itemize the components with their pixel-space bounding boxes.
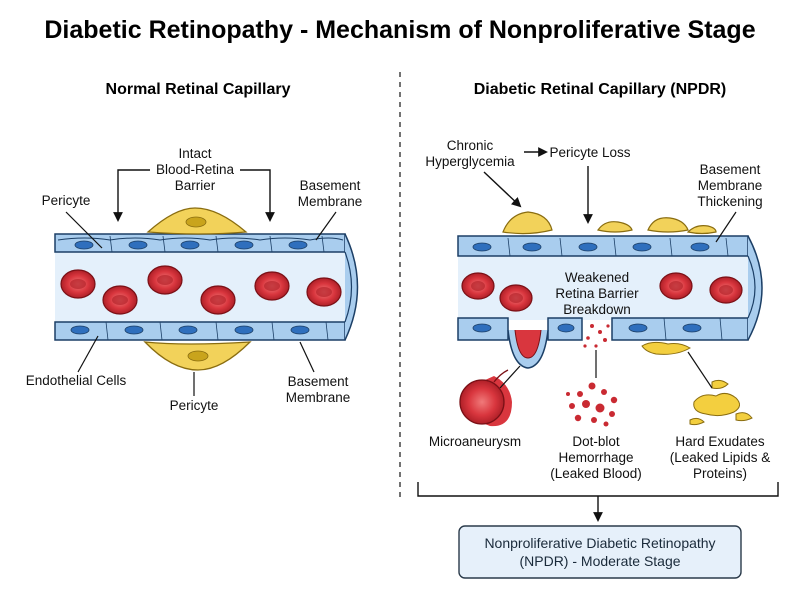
fragmented-pericytes [502,211,717,235]
left-heading: Normal Retinal Capillary [106,81,291,98]
basement-top-line1: Basement [300,178,361,193]
barrier-arrow-left [113,169,150,222]
weakened-line2: Retina Barrier [555,286,639,301]
leak-dots [583,324,610,348]
endothelial-cells-bottom [70,321,329,341]
exudates-line3: Proteins) [693,466,747,481]
microaneurysm-label: Microaneurysm [429,434,521,449]
page-title: Diabetic Retinopathy - Mechanism of Nonp… [44,16,755,44]
basement-top-line2: Membrane [298,194,363,209]
diabetic-capillary [457,211,763,369]
basement-bottom-line1: Basement [288,374,349,389]
microaneurysm-balloon [459,369,512,427]
barrier-arrow-right [240,169,275,222]
weakened-line3: Breakdown [563,302,631,317]
dot-blot-cluster [566,382,618,427]
thickening-line1: Basement [700,162,761,177]
pericyte-leader-left [65,211,103,249]
diabetic-endothelial-bottom [472,317,723,341]
hyperglycemia-line2: Hyperglycemia [425,154,515,169]
exudates-line2: (Leaked Lipids & [670,450,771,465]
pericyte-label-left: Pericyte [42,193,91,208]
diabetic-endothelial-top [472,237,729,257]
result-line1: Nonproliferative Diabetic Retinopathy [484,535,715,551]
right-heading: Diabetic Retinal Capillary (NPDR) [474,81,727,98]
thickening-leader [715,211,737,243]
dotblot-line2: Hemorrhage [558,450,633,465]
svg-text:Intact: Intact [178,146,211,161]
result-box [458,525,742,579]
summary-bracket [417,482,779,497]
thickening-line3: Thickening [697,194,762,209]
normal-capillary [54,207,359,371]
dotblot-line3: (Leaked Blood) [550,466,642,481]
exudates-line1: Hard Exudates [675,434,765,449]
endothelial-cells-top [57,235,344,253]
thickening-line2: Membrane [698,178,763,193]
exudate-leader [687,351,713,389]
pericyte-label-bottom: Pericyte [170,398,219,413]
hyperglycemia-arrow [483,171,522,208]
endothelial-leader [77,335,99,373]
dotblot-line1: Dot-blot [572,434,620,449]
basement-top-leader [315,211,337,241]
red-blood-cells-normal [60,265,342,315]
basement-bottom-line2: Membrane [286,390,351,405]
result-line2: (NPDR) - Moderate Stage [519,553,680,569]
hard-exudates [689,379,753,426]
red-blood-cells-diabetic [461,272,743,312]
barrier-label: Intact Blood-Retina Barrier [156,146,235,193]
svg-text:Barrier: Barrier [175,178,216,193]
hyperglycemia-line1: Chronic [447,138,494,153]
svg-text:Blood-Retina: Blood-Retina [156,162,235,177]
pericyte-loss-label: Pericyte Loss [549,145,630,160]
basement-bottom-leader [299,341,315,373]
normal-lumen [55,248,345,324]
weakened-line1: Weakened [565,270,629,285]
endothelial-label: Endothelial Cells [26,373,127,388]
microaneurysm-leader [499,365,521,389]
